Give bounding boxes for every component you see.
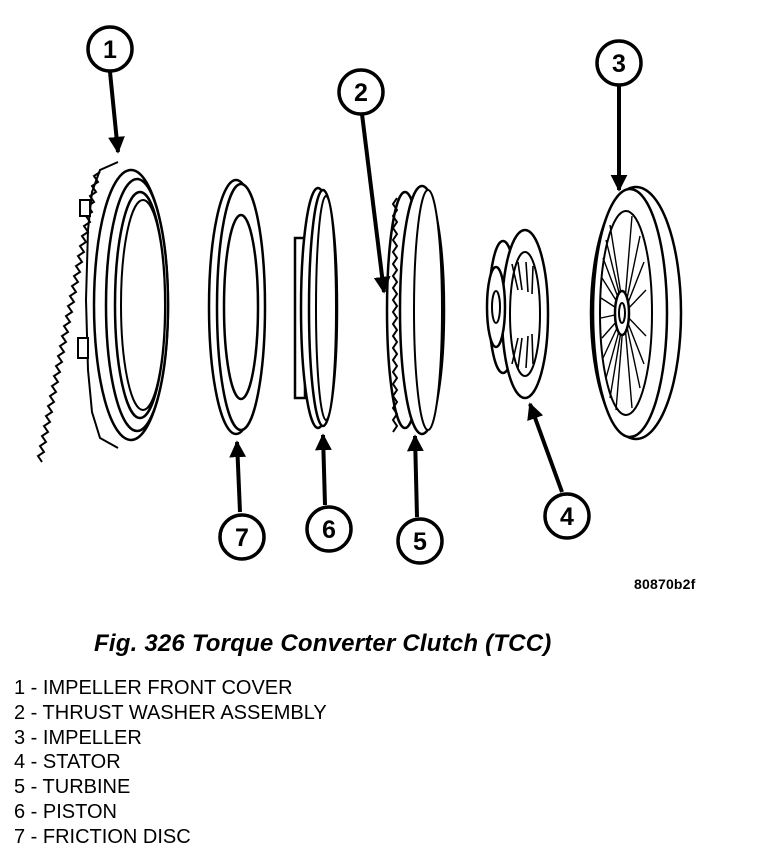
ring-gear-teeth (36, 161, 119, 463)
callout-1: 1 (86, 25, 134, 73)
legend-item: 4 - STATOR (14, 751, 121, 774)
leader-arrow-2 (360, 113, 391, 294)
figure-caption: Fig. 326 Torque Converter Clutch (TCC) (94, 630, 552, 657)
piston (293, 186, 339, 430)
legend-item: 7 - FRICTION DISC (14, 825, 191, 848)
impeller-front-cover (36, 161, 170, 463)
callout-7: 7 (218, 513, 266, 561)
figure-code: 80870b2f (634, 576, 696, 592)
stator (485, 228, 550, 400)
legend-item: 3 - IMPELLER (14, 726, 142, 749)
friction-disc (207, 178, 267, 436)
callout-6-number: 6 (322, 516, 336, 544)
legend-item: 5 - TURBINE (14, 776, 131, 799)
exploded-view-diagram: 1 2 3 4 5 6 7 (36, 25, 683, 565)
parts-legend: 1 - IMPELLER FRONT COVER 2 - THRUST WASH… (14, 676, 327, 850)
leader-arrow-6 (315, 433, 332, 506)
leader-arrow-4 (527, 402, 564, 493)
callout-5-number: 5 (413, 528, 427, 556)
turbine (385, 184, 446, 436)
callout-4-number: 4 (560, 503, 574, 531)
callout-3: 3 (595, 39, 643, 87)
callout-5: 5 (396, 517, 444, 565)
legend-item: 2 - THRUST WASHER ASSEMBLY (14, 701, 327, 724)
callouts: 1 2 3 4 5 6 7 (86, 25, 643, 565)
callout-4: 4 (543, 492, 591, 540)
legend-item: 6 - PISTON (14, 800, 117, 823)
callout-3-number: 3 (612, 50, 626, 78)
callout-1-number: 1 (103, 36, 117, 64)
leader-arrow-5 (406, 434, 424, 518)
leader-arrow-1 (108, 71, 125, 154)
legend-item: 1 - IMPELLER FRONT COVER (14, 677, 293, 699)
callout-6: 6 (305, 505, 353, 553)
callout-2: 2 (337, 68, 385, 116)
leader-arrows (108, 71, 628, 518)
callout-2-number: 2 (354, 79, 368, 107)
leader-arrow-7 (229, 440, 247, 513)
impeller (589, 185, 683, 441)
callout-7-number: 7 (235, 524, 249, 552)
